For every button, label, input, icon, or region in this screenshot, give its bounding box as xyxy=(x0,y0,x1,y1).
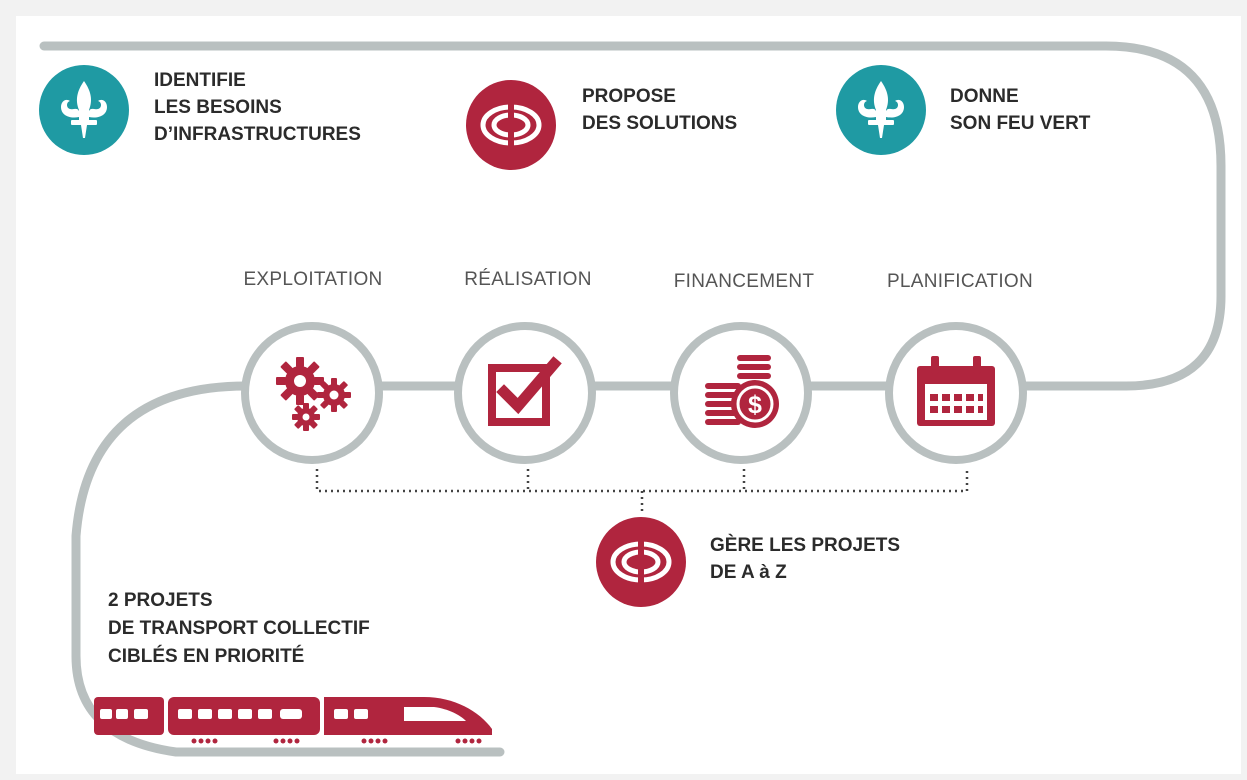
cdpq-infra-logo-icon xyxy=(596,517,686,607)
manager-label: GÈRE LES PROJETS DE A à Z xyxy=(710,535,901,583)
top-step-label: DONNE SON FEU VERT xyxy=(950,86,1091,134)
train-icon xyxy=(94,697,492,744)
calendar-icon xyxy=(917,356,995,426)
cdpq-infra-logo-icon xyxy=(466,80,556,170)
svg-text:$: $ xyxy=(748,391,762,419)
dotted-connector xyxy=(315,469,969,514)
coins-dollar-icon: $ xyxy=(705,355,779,428)
top-step-label: IDENTIFIE LES BESOINS D’INFRASTRUCTURES xyxy=(154,70,361,145)
phase-label-realisation: RÉALISATION xyxy=(464,269,592,290)
phase-circle-financement: $ xyxy=(670,322,812,464)
priority-projects-text: 2 PROJETS DE TRANSPORT COLLECTIF CIBLÉS … xyxy=(108,590,370,667)
fleur-de-lis-icon xyxy=(836,65,926,155)
checkbox-icon xyxy=(488,356,562,426)
phase-label-exploitation: EXPLOITATION xyxy=(243,269,383,290)
phase-label-planification: PLANIFICATION xyxy=(886,271,1034,292)
fleur-de-lis-icon xyxy=(39,65,129,155)
top-step-label: PROPOSE DES SOLUTIONS xyxy=(582,86,738,134)
phase-label-financement: FINANCEMENT xyxy=(673,271,815,292)
gears-icon xyxy=(276,357,351,431)
phase-circle-planification xyxy=(885,322,1027,464)
phase-circle-realisation xyxy=(454,322,596,464)
phase-circle-exploitation xyxy=(241,322,383,464)
infographic-canvas: IDENTIFIE LES BESOINS D’INFRASTRUCTURES … xyxy=(16,16,1241,774)
